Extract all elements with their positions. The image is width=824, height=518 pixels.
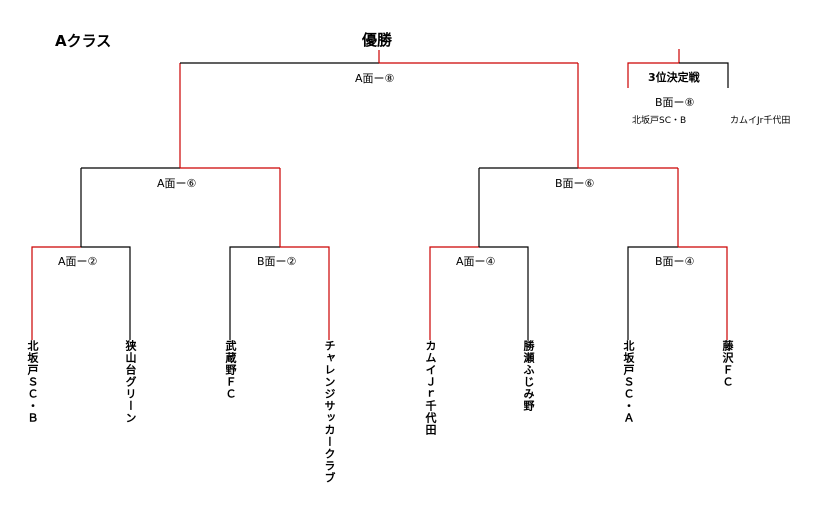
team-7: 北坂戸ＳＣ・Ａ — [622, 340, 635, 424]
bracket-line — [678, 246, 728, 340]
bracket-line — [679, 62, 729, 88]
bracket-line — [627, 62, 679, 88]
team-3: 武蔵野ＦＣ — [224, 340, 237, 400]
bracket-line — [229, 246, 280, 340]
bracket-line — [280, 246, 330, 340]
bracket-line — [31, 246, 81, 340]
match-r1-1: A面ー② — [58, 255, 98, 268]
team-2: 狭山台グリーン — [124, 340, 137, 424]
team-1: 北坂戸ＳＣ・Ｂ — [26, 340, 39, 424]
bracket-line — [81, 246, 131, 340]
team-8: 藤沢ＦＣ — [721, 340, 734, 388]
match-r1-4: B面ー④ — [655, 255, 695, 268]
class-label: Aクラス — [55, 32, 112, 50]
team-6: 勝瀬ふじみ野 — [522, 340, 535, 412]
bracket-line — [479, 246, 529, 340]
team-5: カムイＪｒ千代田 — [424, 340, 437, 436]
match-r1-2: B面ー② — [257, 255, 297, 268]
final-label: 優勝 — [362, 31, 393, 49]
third-place-match: B面ー⑧ — [655, 96, 695, 109]
match-r1-3: A面ー④ — [456, 255, 496, 268]
match-semi-right: B面ー⑥ — [555, 177, 595, 190]
match-final: A面ー⑧ — [355, 72, 395, 85]
bracket-line — [429, 246, 479, 340]
team-4: チャレンジサッカークラブ — [323, 340, 336, 484]
third-place-title: 3位決定戦 — [648, 71, 700, 84]
third-place-team-left: 北坂戸SC・B — [632, 116, 687, 126]
match-semi-left: A面ー⑥ — [157, 177, 197, 190]
bracket-line — [627, 246, 678, 340]
third-place-team-right: カムイJr千代田 — [730, 116, 791, 126]
